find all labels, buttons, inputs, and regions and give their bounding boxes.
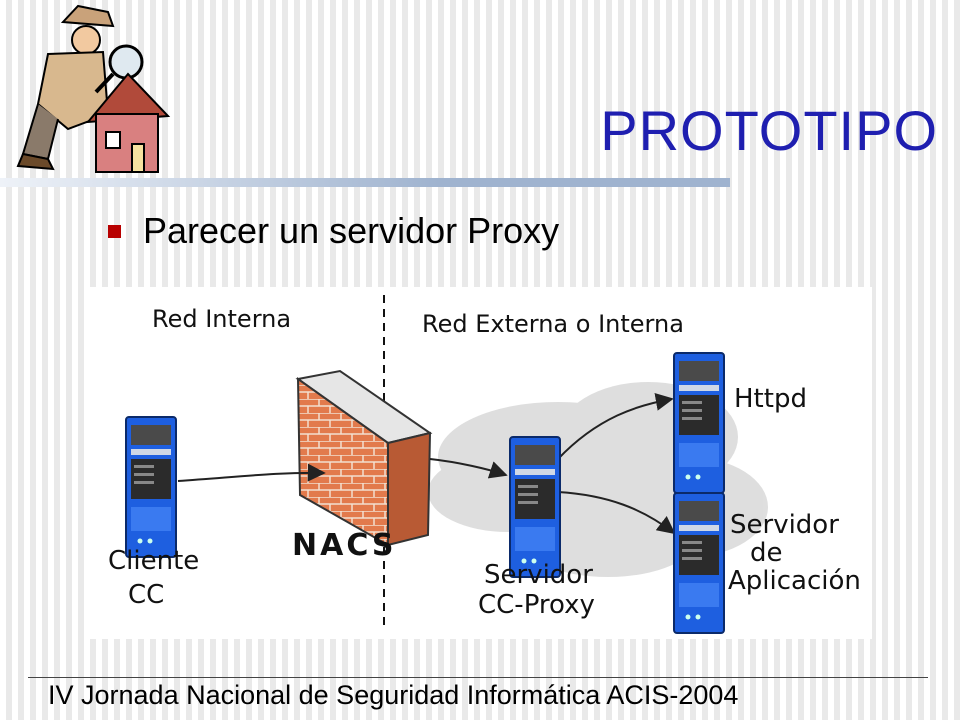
- network-diagram: Red Interna Red Externa o Interna Client…: [88, 287, 872, 639]
- zone-label-external: Red Externa o Interna: [422, 310, 684, 338]
- proxy-label-line1: Servidor: [484, 560, 593, 590]
- bullet-square-icon: [108, 224, 121, 238]
- footer-text: IV Jornada Nacional de Seguridad Informá…: [48, 680, 739, 710]
- footer-divider: [28, 677, 928, 678]
- detective-house-clipart: [16, 4, 171, 173]
- client-server-icon: [125, 416, 177, 558]
- app-label-line2: de: [750, 538, 783, 568]
- arrow-proxy-to-app: [557, 491, 676, 535]
- slide-title: PROTOTIPO: [600, 99, 938, 162]
- bullet-item: Parecer un servidor Proxy: [108, 210, 559, 252]
- app-label-line1: Servidor: [730, 510, 839, 540]
- proxy-server-icon: [509, 436, 561, 578]
- arrow-firewall-to-proxy: [429, 458, 508, 479]
- client-label-line1: Cliente: [108, 546, 199, 576]
- arrow-client-to-firewall: [177, 463, 326, 482]
- network-diagram-svg: Red Interna Red Externa o Interna Client…: [108, 295, 861, 634]
- app-server-icon: [673, 492, 725, 634]
- app-label-line3: Aplicación: [728, 566, 861, 596]
- proxy-label-line2: CC-Proxy: [478, 590, 595, 620]
- bullet-text: Parecer un servidor Proxy: [143, 210, 560, 251]
- httpd-server-icon: [673, 352, 725, 494]
- zone-label-internal: Red Interna: [152, 305, 291, 333]
- arrow-proxy-to-httpd: [557, 392, 674, 460]
- title-underline-bar: [0, 178, 730, 187]
- client-label-line2: CC: [128, 580, 164, 610]
- firewall-label: NACS: [292, 528, 397, 563]
- firewall-brick-wall: [295, 369, 433, 547]
- httpd-label: Httpd: [734, 384, 807, 414]
